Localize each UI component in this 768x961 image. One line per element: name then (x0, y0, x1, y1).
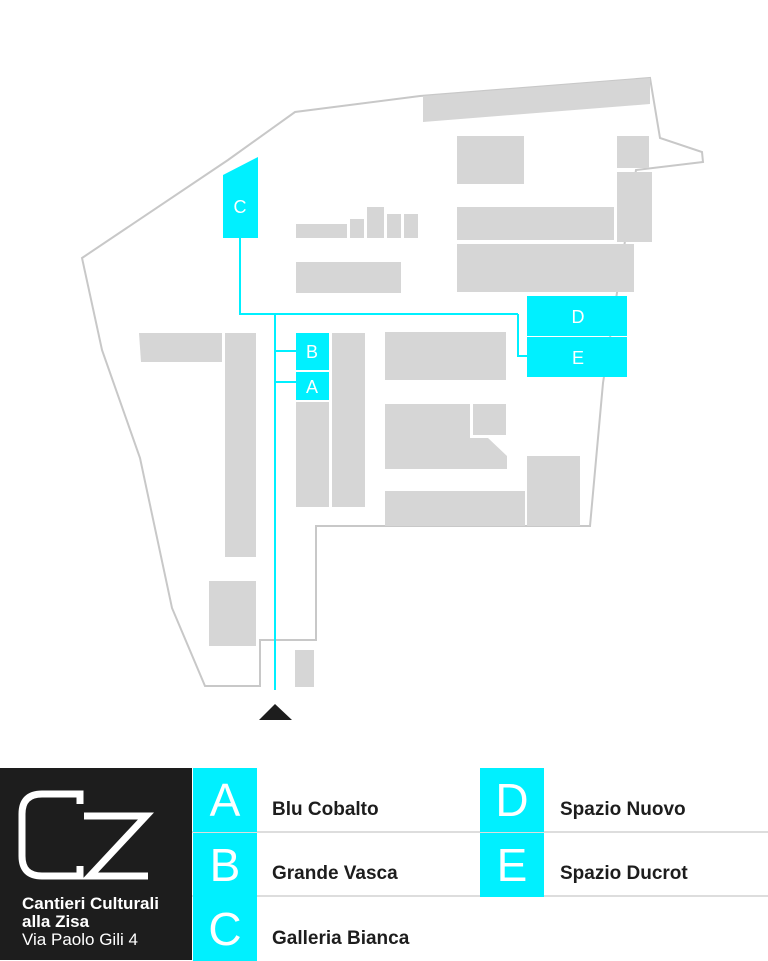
venue-address: Via Paolo Gili 4 (22, 930, 138, 949)
legend-name-c[interactable]: Galleria Bianca (272, 928, 410, 949)
legend-letter-b: B (193, 833, 257, 897)
legend-letter-a: A (193, 768, 257, 832)
route-path (239, 237, 518, 315)
building (296, 402, 329, 507)
venue-a-label: A (306, 377, 318, 397)
site-map: C D E B A (80, 76, 705, 720)
building (473, 404, 506, 435)
cz-logo-icon (18, 790, 154, 880)
venue-e[interactable]: E (527, 337, 627, 377)
building (385, 332, 506, 380)
venue-b-label: B (306, 342, 318, 362)
legend-name-e[interactable]: Spazio Ducrot (560, 863, 688, 884)
venue-name-line-1: Cantieri Culturali (22, 894, 159, 913)
legend-name-b[interactable]: Grande Vasca (272, 863, 398, 884)
venue-b[interactable]: B (296, 333, 329, 370)
building (332, 333, 365, 507)
venue-a[interactable]: A (296, 372, 329, 400)
building (423, 78, 650, 122)
route (239, 237, 528, 690)
logo-panel: Cantieri Culturali alla Zisa Via Paolo G… (0, 768, 192, 960)
venue-d[interactable]: D (527, 296, 627, 336)
building (367, 207, 384, 238)
legend-letter-c: C (193, 897, 257, 961)
venue-c[interactable]: C (223, 157, 258, 238)
venues: C D E B A (223, 157, 627, 400)
triangle-up-icon (259, 704, 292, 720)
venue-c-label: C (234, 197, 247, 217)
site-boundary (80, 76, 705, 687)
legend-divider (192, 831, 768, 833)
building (296, 262, 401, 293)
building (296, 224, 347, 238)
building (617, 136, 649, 168)
building (457, 244, 634, 292)
building (457, 136, 524, 184)
building (617, 172, 652, 242)
venue-d-label: D (572, 307, 585, 327)
building (404, 214, 418, 238)
building (387, 214, 401, 238)
building (438, 438, 507, 469)
legend-letter-d: D (480, 768, 544, 832)
legend-name-d[interactable]: Spazio Nuovo (560, 799, 686, 820)
route-path (517, 314, 528, 357)
building (385, 491, 525, 526)
building (295, 650, 314, 687)
building (350, 219, 364, 238)
legend-name-a[interactable]: Blu Cobalto (272, 799, 379, 820)
legend: Cantieri Culturali alla Zisa Via Paolo G… (0, 768, 768, 961)
building (527, 456, 580, 526)
building (457, 207, 614, 240)
building (225, 333, 256, 557)
venue-name-line-2: alla Zisa (22, 912, 90, 931)
building (139, 333, 222, 362)
legend-letter-e: E (480, 833, 544, 897)
building (209, 581, 256, 646)
venue-e-label: E (572, 348, 584, 368)
buildings (139, 78, 652, 687)
